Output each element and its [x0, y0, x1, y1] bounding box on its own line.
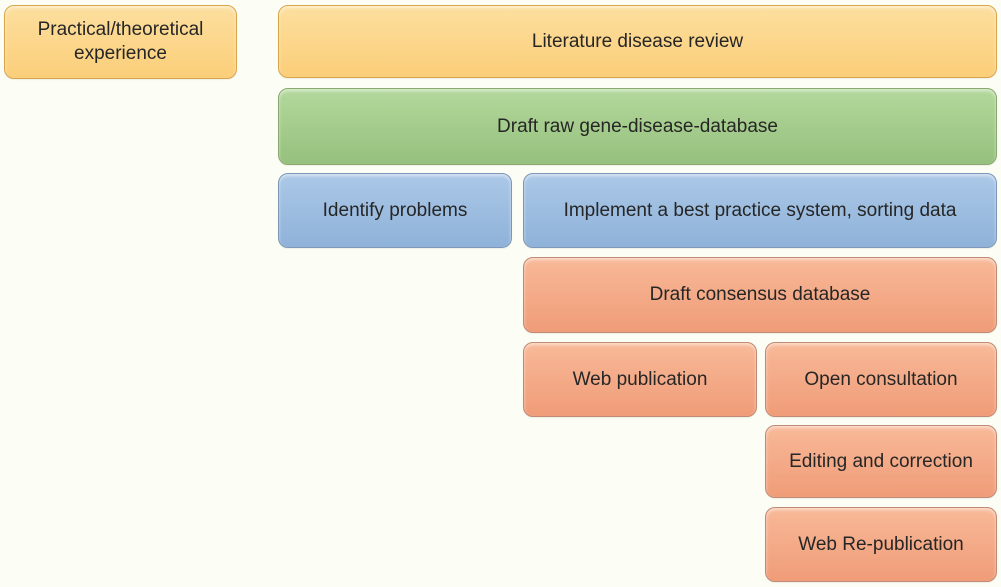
- box-draft-consensus-database: Draft consensus database: [523, 257, 997, 333]
- box-implement-best-practice-system: Implement a best practice system, sortin…: [523, 173, 997, 248]
- box-web-publication: Web publication: [523, 342, 757, 417]
- box-draft-raw-gene-disease-database: Draft raw gene-disease-database: [278, 88, 997, 165]
- box-practical-theoretical-experience: Practical/theoretical experience: [4, 5, 237, 79]
- box-web-re-publication: Web Re-publication: [765, 507, 997, 582]
- box-identify-problems: Identify problems: [278, 173, 512, 248]
- box-open-consultation: Open consultation: [765, 342, 997, 417]
- box-editing-and-correction: Editing and correction: [765, 425, 997, 498]
- box-literature-disease-review: Literature disease review: [278, 5, 997, 78]
